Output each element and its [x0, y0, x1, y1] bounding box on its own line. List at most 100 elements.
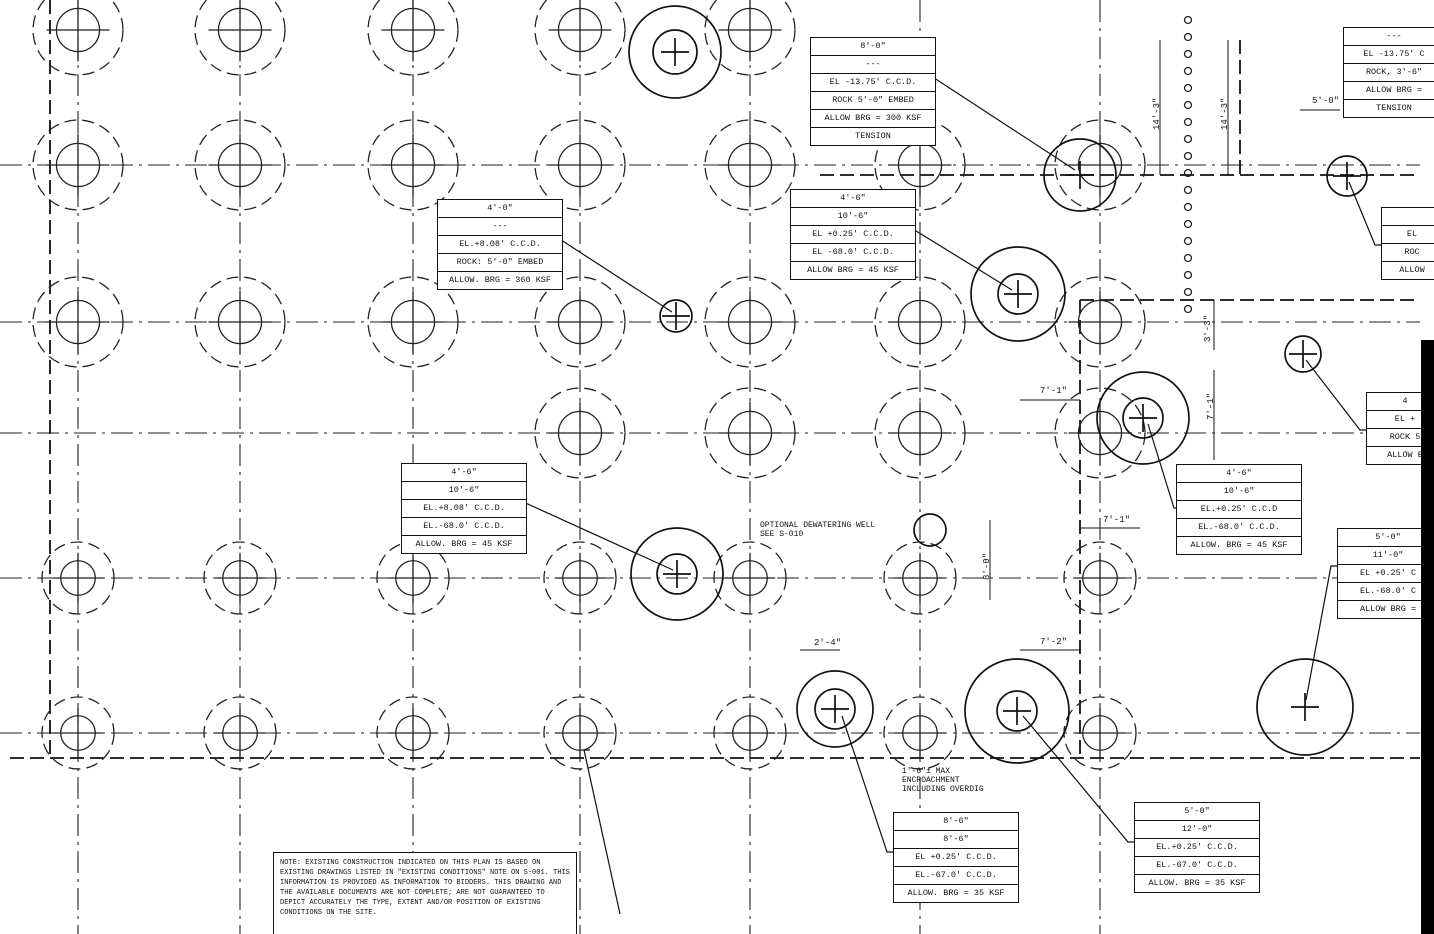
tag-row: 8'-0": [860, 41, 886, 51]
tag-row: EL +0.25' C: [1338, 564, 1434, 582]
tag-row: 10'-6": [1177, 482, 1301, 500]
existing-cap-outline: [32, 0, 124, 76]
tag-row: 4'-0": [487, 203, 513, 213]
tag-leader: [905, 225, 1013, 291]
tag-row: EL.+8.08' C.C.D.: [402, 499, 526, 517]
tag-row: ALLOW. BRG = 360 KSF: [438, 271, 562, 289]
existing-cap-outline: [376, 696, 450, 770]
existing-cap-outline: [41, 541, 115, 615]
utility-marker: [1183, 304, 1193, 314]
existing-cap-outline: [883, 696, 957, 770]
tag-row: EL +: [1367, 410, 1434, 428]
tag-row: ---: [438, 217, 562, 235]
utility-marker: [1183, 219, 1193, 229]
tag-row: 11'-0": [1338, 546, 1434, 564]
shaft-outer-ring: [796, 670, 874, 748]
shaft-core: [997, 273, 1039, 315]
shaft-tag-b: 4'-0"---EL.+8.08' C.C.D.ROCK: 5'-0" EMBE…: [437, 199, 563, 290]
shaft-tag-f: 8'-6"8'-6"EL +0.25' C.C.D.EL.-67.0' C.C.…: [893, 812, 1019, 903]
dim-label: 8'-0": [982, 552, 992, 580]
tag-row: ROCK, 3'-6": [1344, 63, 1434, 81]
tag-row: EL -13.75' C: [1344, 45, 1434, 63]
tag-row: ALLOW BRG = 300 KSF: [811, 109, 935, 127]
tag-leader: [1348, 181, 1381, 246]
existing-cap-outline: [704, 0, 796, 76]
tag-row: 12'-0": [1135, 820, 1259, 838]
encroachment-text: 1'-6"± MAX ENCROACHMENT INCLUDING OVERDI…: [902, 767, 984, 794]
tag-row: ALLOW: [1382, 261, 1434, 279]
shaft-outer-ring: [628, 5, 722, 99]
dimension-lines: [800, 40, 1340, 651]
utility-marker: [1183, 168, 1193, 178]
existing-cap-outline: [874, 387, 966, 479]
tag-row: EL: [1382, 225, 1434, 243]
new-drilled-shafts: [628, 5, 1368, 764]
tag-row: EL.-67.0' C.C.D.: [894, 866, 1018, 884]
tag-row: ALLOW BRG =: [1344, 81, 1434, 99]
existing-cap-outline: [367, 276, 459, 368]
tag-leader: [841, 715, 893, 853]
tag-row: 4'-6": [840, 193, 866, 203]
existing-cap-outline: [194, 276, 286, 368]
shaft-core: [1284, 335, 1322, 373]
shaft-outer-ring: [964, 658, 1070, 764]
tag-row: 4: [1402, 396, 1408, 406]
dim-label: 7'-1": [1206, 392, 1216, 420]
utility-marker: [1183, 151, 1193, 161]
tag-row: EL.-68.0' C.C.D.: [1177, 518, 1301, 536]
existing-cap-outline: [704, 276, 796, 368]
existing-cap-outline: [367, 119, 459, 211]
shaft-outer-ring: [1043, 138, 1117, 212]
existing-pile-caps: [32, 0, 1193, 770]
shaft-core: [1122, 397, 1164, 439]
shaft-core: [814, 688, 856, 730]
tag-leader: [552, 235, 673, 313]
existing-cap-outline: [41, 696, 115, 770]
dewatering-well: [913, 513, 947, 547]
dim-label: 14'-3": [1152, 97, 1162, 130]
dim-label: 7'-2": [1040, 637, 1068, 647]
existing-cap-outline: [874, 276, 966, 368]
existing-cap-outline: [203, 696, 277, 770]
encroachment-callout: 1'-6"± MAX ENCROACHMENT INCLUDING OVERDI…: [902, 767, 984, 794]
shaft-core: [652, 29, 698, 75]
utility-marker: [1183, 253, 1193, 263]
tag-leader: [1022, 715, 1134, 843]
tag-row: TENSION: [811, 127, 935, 145]
dim-label: 5'-0": [1312, 96, 1340, 106]
utility-marker: [1183, 100, 1193, 110]
tag-row: 5'-0": [1375, 532, 1401, 542]
utility-marker: [1183, 185, 1193, 195]
existing-cap-outline: [203, 541, 277, 615]
utility-marker: [1183, 270, 1193, 280]
utility-marker: [1183, 83, 1193, 93]
tag-leader: [1305, 359, 1366, 431]
tag-row: ROC: [1382, 243, 1434, 261]
shaft-tag-a: 8'-0"---EL -13.75' C.C.D.ROCK 5'-0" EMBE…: [810, 37, 936, 146]
tag-row: ---: [811, 55, 935, 73]
tag-row: 10'-6": [791, 207, 915, 225]
excavation-boundary-lines: [10, 0, 1420, 760]
utility-marker: [1183, 49, 1193, 59]
existing-cap-outline: [32, 119, 124, 211]
utility-marker: [1183, 134, 1193, 144]
existing-cap-outline: [704, 387, 796, 479]
sheet-border-edge: [1421, 340, 1434, 934]
shaft-core: [656, 553, 698, 595]
existing-cap-outline: [194, 119, 286, 211]
existing-cap-outline: [1054, 119, 1146, 211]
utility-marker: [1183, 15, 1193, 25]
utility-marker: [1183, 66, 1193, 76]
shaft-outer-ring: [970, 246, 1066, 342]
existing-cap-outline: [713, 696, 787, 770]
tag-row: ALLOW. BRG = 45 KSF: [402, 535, 526, 553]
shaft-tag-c: 4'-6"10'-6"EL +0.25' C.C.D.EL -68.0' C.C…: [790, 189, 916, 280]
tag-row: 5'-0": [1184, 806, 1210, 816]
tag-row: ALLOW. BRG = 35 KSF: [1135, 874, 1259, 892]
existing-cap-outline: [32, 276, 124, 368]
shaft-core: [659, 299, 693, 333]
tag-row: 8'-6": [943, 816, 969, 826]
shaft-outer-ring: [630, 527, 724, 621]
